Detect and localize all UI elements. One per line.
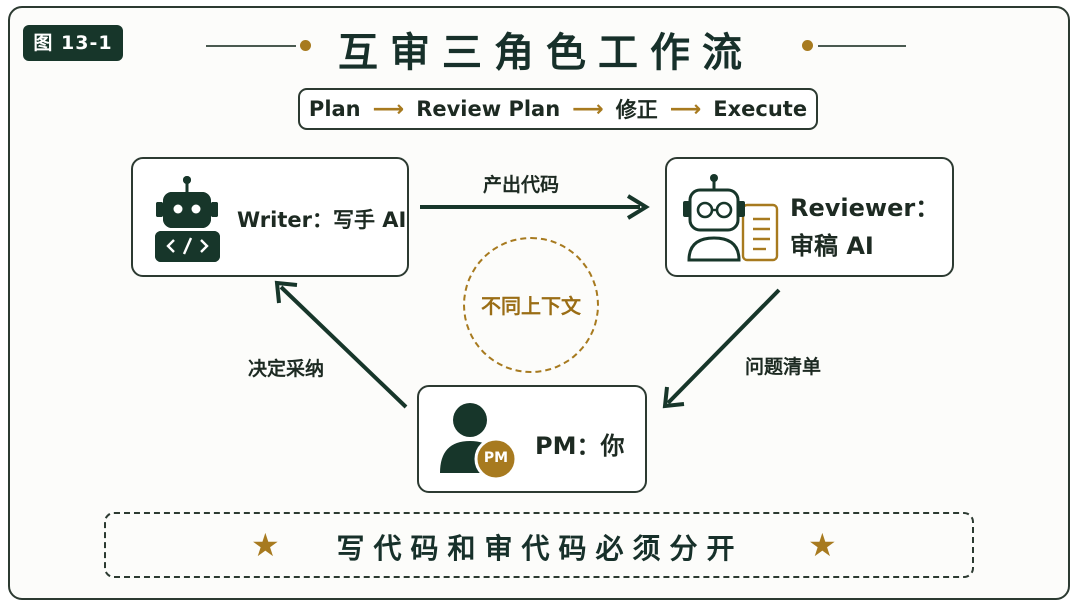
bottom-note: 写代码和审代码必须分开 [336, 532, 744, 565]
flow-step-fix: 修正 [615, 98, 658, 122]
bottom-note-box [104, 512, 974, 578]
pm-label: PM：你 [535, 432, 625, 460]
star-icon: ★ [251, 526, 280, 564]
writer-label: Writer：写手 AI [237, 208, 407, 232]
title-rule-left [206, 45, 296, 47]
reviewer-label-line1: Reviewer： [790, 194, 940, 222]
title-dot-left [300, 40, 311, 51]
workflow-steps: Plan ⟶ Review Plan ⟶ 修正 ⟶ Execute [298, 88, 818, 130]
flow-arrow-icon: ⟶ [669, 96, 702, 122]
flow-step-execute: Execute [713, 97, 808, 121]
pm-badge: PM [483, 450, 509, 466]
title-rule-right [818, 45, 906, 47]
figure-label-badge: 图 13-1 [23, 25, 123, 61]
edge-label-produce-code: 产出代码 [483, 174, 560, 196]
flow-arrow-icon: ⟶ [572, 96, 604, 122]
star-icon: ★ [808, 526, 837, 564]
flow-step-review-plan: Review Plan [416, 97, 561, 121]
title-dot-right [802, 40, 813, 51]
edge-label-decide-adopt: 决定采纳 [248, 358, 325, 380]
context-circle [463, 237, 599, 373]
context-label: 不同上下文 [481, 294, 581, 318]
reviewer-label-line2: 审稿 AI [790, 232, 874, 260]
flow-step-plan: Plan [308, 97, 361, 121]
edge-label-issue-list: 问题清单 [745, 356, 822, 378]
page-title: 互审三角色工作流 [338, 30, 754, 76]
flow-arrow-icon: ⟶ [372, 96, 405, 122]
